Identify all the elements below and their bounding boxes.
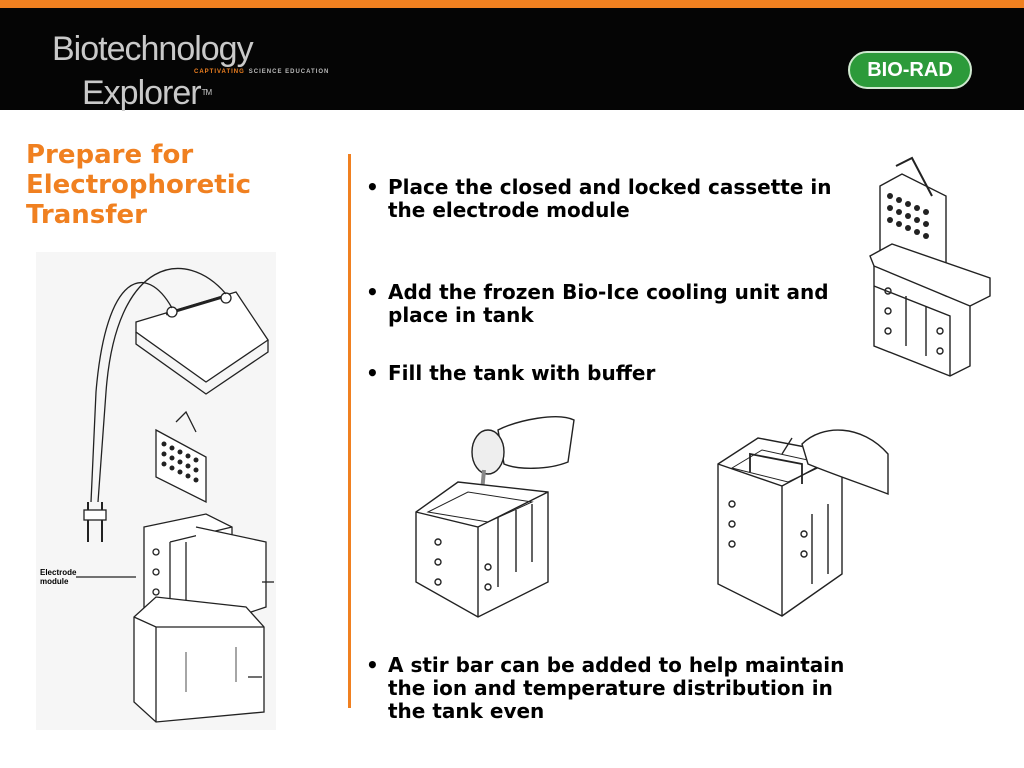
bullet-item-4: • A stir bar can be added to help maintai…	[366, 654, 858, 723]
exploded-apparatus-illustration	[36, 252, 276, 730]
brand-tagline-part2: SCIENCE EDUCATION	[248, 69, 330, 75]
brand-title-line2-text: Explorer	[82, 74, 202, 112]
trademark-mark: TM	[201, 88, 213, 97]
bullet-text: Add the frozen Bio-Ice cooling unit and …	[388, 280, 829, 327]
bullet-dot: •	[366, 361, 379, 385]
bullet-text: Fill the tank with buffer	[388, 361, 656, 385]
electrode-module-label: Electrode module	[40, 568, 77, 586]
bullet-text: Place the closed and locked cassette in …	[388, 175, 832, 222]
bullet-text: A stir bar can be added to help maintain…	[388, 653, 845, 723]
electrode-module-illustration	[869, 156, 991, 377]
brand-title-line2: ExplorerTM	[82, 74, 213, 112]
slide-title: Prepare for Electrophoretic Transfer	[26, 140, 252, 230]
bullet-dot: •	[366, 280, 379, 304]
top-accent-stripe	[0, 0, 1024, 8]
bullet-item-2: • Add the frozen Bio-Ice cooling unit and…	[366, 281, 858, 327]
bullet-dot: •	[366, 175, 379, 199]
pouring-buffer-illustration	[415, 416, 575, 618]
bullet-dot: •	[366, 653, 379, 677]
bullet-item-3: • Fill the tank with buffer	[366, 362, 858, 385]
bullet-item-1: • Place the closed and locked cassette in…	[366, 176, 858, 222]
brand-title-line1: Biotechnology	[52, 30, 254, 68]
vertical-divider	[348, 154, 351, 708]
brand-tagline-part1: CAPTIVATING	[194, 69, 245, 75]
bio-rad-logo: BIO-RAD	[848, 51, 972, 89]
insert-cooling-unit-illustration	[717, 429, 889, 617]
